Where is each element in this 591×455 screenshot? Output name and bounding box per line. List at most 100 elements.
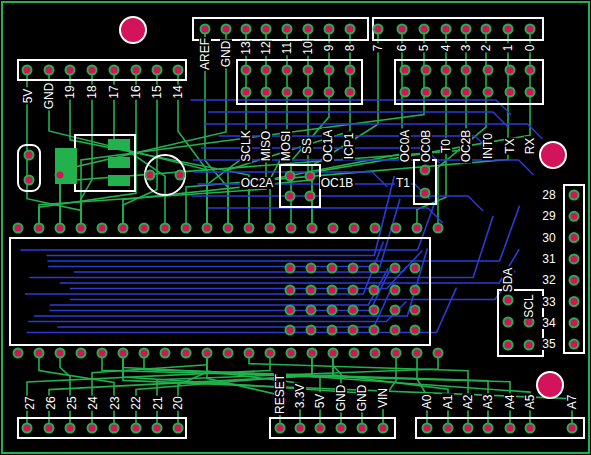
solder-pad [482,25,491,34]
pin-label: 18 [86,84,98,99]
solder-pad [182,349,191,358]
pin-label: SDA [502,267,514,294]
solder-pad [391,286,400,295]
capacitor-outline [18,145,40,191]
solder-pad [328,306,337,315]
pin-label: OC0A [399,129,411,164]
solder-pad [401,66,410,75]
solder-pad [14,224,23,233]
pin-label: A7 [566,394,578,411]
capacitor-outline [145,155,185,195]
pin-label: ICP1 [343,132,355,161]
solder-pad [286,172,295,181]
solder-pad [262,25,271,34]
solder-pad [304,25,313,34]
pin-label: 24 [87,395,99,410]
solder-pad [504,341,513,350]
solder-pad [346,88,355,97]
pin-label: 20 [172,395,184,410]
copper-trace [144,353,488,428]
solder-pad [140,349,149,358]
solder-pad [110,66,119,75]
pin-label: OC2A [240,177,275,189]
copper-trace [81,29,424,228]
solder-pad [526,424,535,433]
solder-pad [504,318,513,327]
solder-pad [329,349,338,358]
pin-label: GND [43,82,55,111]
copper-traces [20,29,572,428]
regulator-tab [55,148,77,184]
solder-pad [525,341,534,350]
solder-pad [411,264,420,273]
pin-label: 8 [344,44,356,53]
solder-pad [296,424,305,433]
pin-label: 5 [418,44,430,53]
pin-label: A1 [442,394,454,411]
regulator-outline [75,135,135,191]
chip-outline [10,238,430,345]
solder-pad [153,66,162,75]
header-outline [564,185,584,353]
solder-pad [371,349,380,358]
solder-pad [174,424,183,433]
mounting-hole [540,142,566,168]
solder-pad [56,171,65,180]
solder-pad [329,224,338,233]
solder-pad [464,424,473,433]
copper-trace [27,353,270,428]
solder-pad [132,66,141,75]
pin-label: 7 [372,44,384,53]
solder-pad [25,151,34,160]
pads [14,25,579,433]
solder-pad [442,88,451,97]
solder-pad [328,326,337,335]
solder-pad [358,424,367,433]
copper-trace [270,29,287,228]
solder-pad [56,349,65,358]
pin-label: GND [220,40,232,69]
solder-pad [484,88,493,97]
copper-trace [49,70,207,228]
mounting-holes [120,17,566,398]
solder-pad [462,66,471,75]
bottom-trace [25,242,383,294]
pin-label: 1 [502,44,514,53]
solder-pad [423,424,432,433]
pin-label: 28 [541,189,556,201]
copper-trace [186,29,508,228]
mounting-hole [537,372,563,398]
bottom-trace [57,283,393,327]
bottom-trace [60,249,520,283]
pin-label: SCLK [240,129,252,162]
solder-pad [224,349,233,358]
bottom-trace [191,196,483,211]
solder-pad [422,88,431,97]
copper-trace [228,29,350,228]
copper-trace [39,70,136,228]
pin-label: VIN [377,387,389,409]
copper-trace [438,29,486,228]
copper-trace [312,353,530,428]
header-outline [414,160,436,204]
solder-pad [287,224,296,233]
copper-trace [417,353,427,428]
solder-pad [370,286,379,295]
solder-pad [176,171,185,180]
solder-pad [98,224,107,233]
pin-label: 33 [541,296,556,308]
solder-pad [146,171,155,180]
solder-pad [316,424,325,433]
solder-pad [174,66,183,75]
solder-pad [283,88,292,97]
pin-label: 19 [64,84,76,99]
pin-label: A4 [504,394,516,411]
solder-pad [422,66,431,75]
solder-pad [421,166,430,175]
pin-label: 10 [302,40,314,55]
solder-pad [328,264,337,273]
solder-pad [182,224,191,233]
solder-pad [140,224,149,233]
